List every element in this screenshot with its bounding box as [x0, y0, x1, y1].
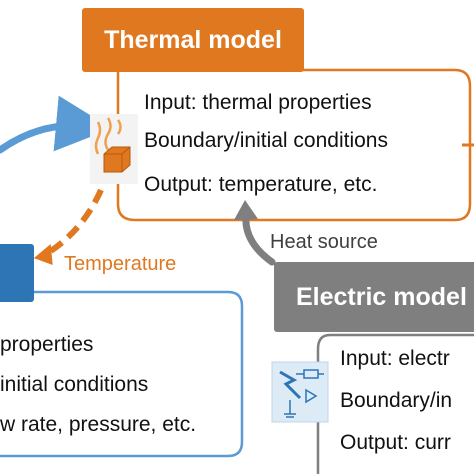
electric-line-2: Boundary/in	[340, 389, 453, 412]
thermal-model-frame	[116, 68, 472, 222]
flow-line-2: initial conditions	[0, 373, 149, 396]
electric-model-title: Electric model	[296, 282, 467, 311]
electric-model-frame	[316, 333, 474, 474]
circuit-lightning-icon	[271, 361, 329, 423]
gray-curved-arrow	[242, 212, 276, 266]
flow-line-3: w rate, pressure, etc.	[0, 413, 197, 436]
thermal-model-title-box: Thermal model	[82, 8, 304, 72]
thermal-line-1: Input: thermal properties	[144, 91, 372, 114]
blue-curved-arrow	[0, 95, 112, 154]
thermal-model-title: Thermal model	[104, 25, 282, 54]
electric-line-3: Output: curr	[340, 431, 451, 454]
electric-model-title-box: Electric model	[274, 262, 474, 332]
heat-source-label: Heat source	[270, 231, 378, 253]
electric-line-1: Input: electr	[340, 347, 450, 370]
heat-cube-icon	[90, 114, 138, 184]
flow-line-1: properties	[0, 333, 94, 356]
flow-model-title-box	[0, 244, 34, 302]
flow-model-frame	[0, 290, 244, 458]
orange-dashed-arrow	[44, 188, 104, 257]
temperature-label: Temperature	[64, 253, 177, 275]
thermal-line-2: Boundary/initial conditions	[144, 129, 388, 152]
thermal-line-3: Output: temperature, etc.	[144, 173, 378, 196]
